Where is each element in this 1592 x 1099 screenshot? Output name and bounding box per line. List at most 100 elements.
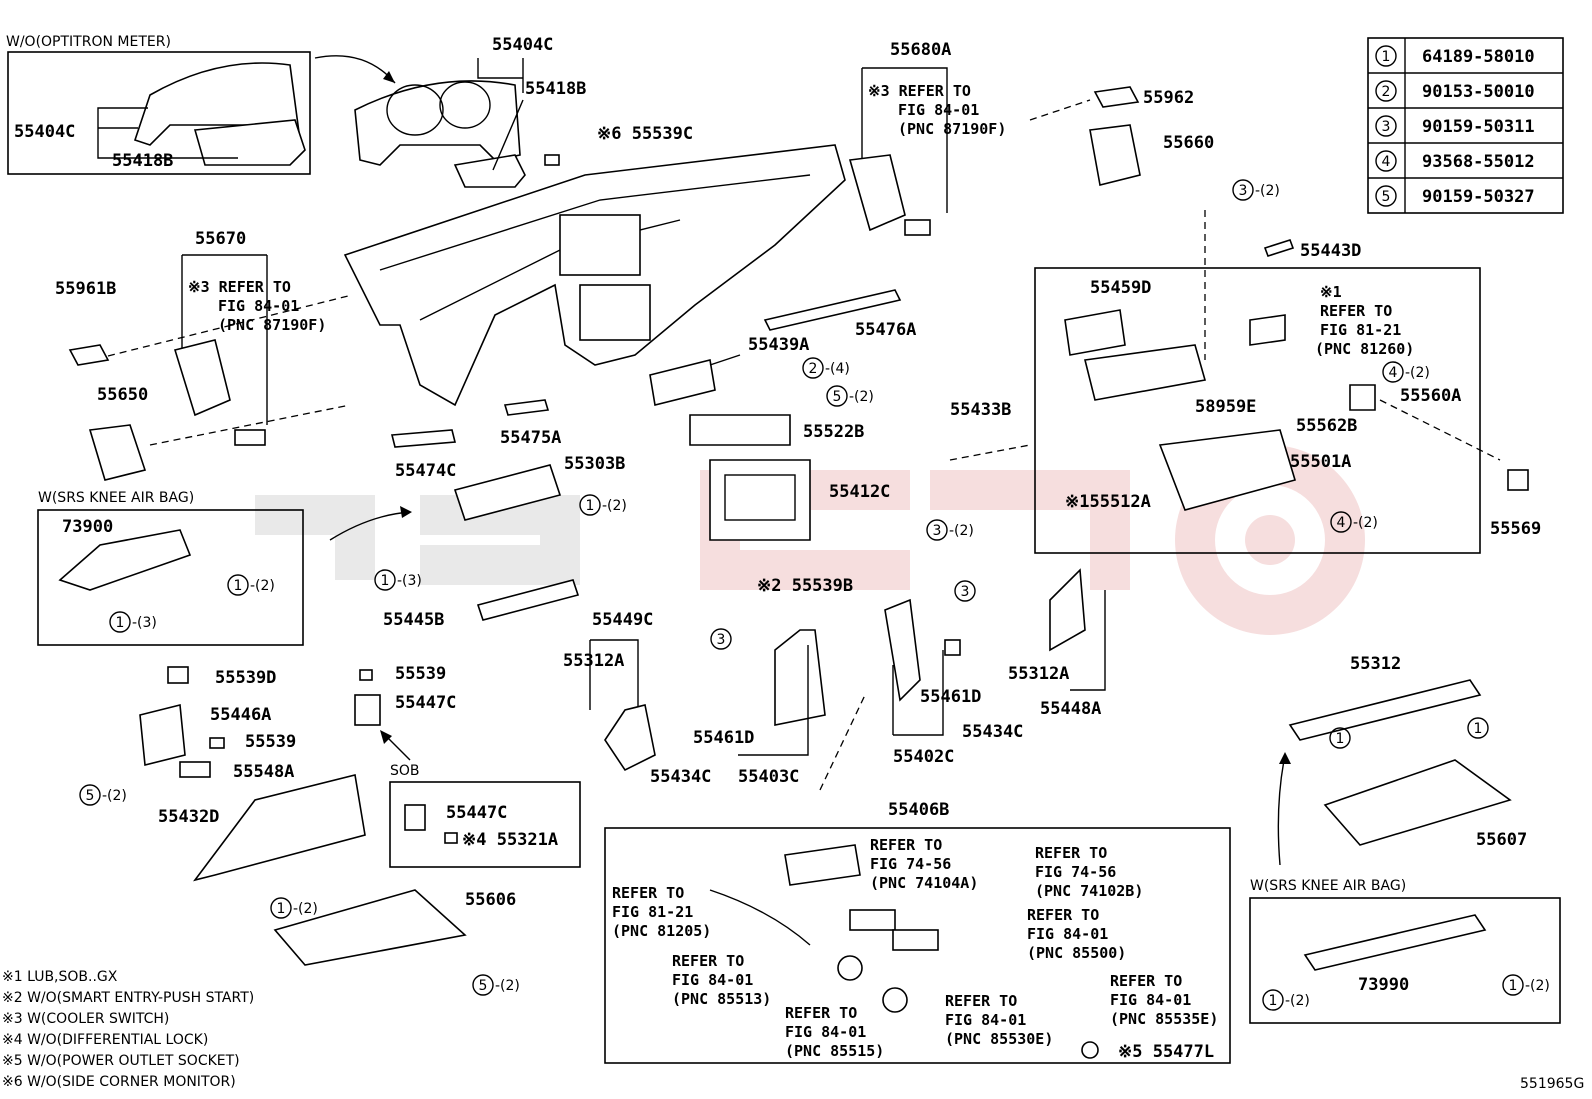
optitron-meter-box: W/O(OPTITRON METER) 55404C 55418B: [6, 34, 311, 175]
note-1: ※1 LUB,SOB..GX: [2, 969, 118, 985]
parts-table-row: 5 90159-50327: [1375, 185, 1535, 207]
label-55447C-b: 55447C: [446, 803, 507, 823]
note-3: ※3 W(COOLER SWITCH): [2, 1011, 169, 1027]
label-55569: 55569: [1490, 519, 1541, 539]
ref-85500: REFER TO FIG 84-01 (PNC 85500): [1027, 906, 1126, 962]
label-55448A: 55448A: [1040, 699, 1101, 719]
label-55512A: ※155512A: [1065, 492, 1151, 512]
55476A-shape: [763, 289, 902, 331]
svg-text:(PNC 87190F): (PNC 87190F): [218, 316, 326, 334]
svg-text:FIG 84-01: FIG 84-01: [1110, 991, 1191, 1009]
svg-text:(PNC 74104A): (PNC 74104A): [870, 874, 978, 892]
parts-table-row: 4 93568-55012: [1375, 150, 1535, 172]
label-55418B: 55418B: [525, 79, 586, 99]
ref-85515: REFER TO FIG 84-01 (PNC 85515): [785, 1004, 884, 1060]
55303B-shape: [453, 464, 562, 521]
svg-text:-(3): -(3): [132, 615, 157, 631]
meter-trim-shape: [453, 154, 526, 188]
ref-87190F-left: ※3 REFER TO FIG 84-01 (PNC 87190F): [188, 278, 326, 334]
55312-shape: [1288, 679, 1482, 741]
label-55404C: 55404C: [492, 35, 553, 55]
svg-text:-(3): -(3): [397, 573, 422, 589]
svg-text:REFER TO: REFER TO: [672, 952, 744, 970]
label-73900: 73900: [62, 517, 113, 537]
label-55476A: 55476A: [855, 320, 916, 340]
label-55539-b: 55539: [245, 732, 296, 752]
svg-text:1: 1: [234, 578, 243, 594]
svg-text:4: 4: [1389, 365, 1398, 381]
glovebox-body-shape: [1084, 344, 1207, 401]
svg-text:1: 1: [277, 901, 286, 917]
label-55650: 55650: [97, 385, 148, 405]
label-55522B: 55522B: [803, 422, 864, 442]
label-55418B-box: 55418B: [112, 151, 173, 171]
label-55404C-box: 55404C: [14, 122, 75, 142]
svg-text:FIG 84-01: FIG 84-01: [785, 1023, 866, 1041]
ref-85530E: REFER TO FIG 84-01 (PNC 85530E): [945, 992, 1053, 1048]
svg-text:-(4): -(4): [825, 361, 850, 377]
diagram-id: 551965G: [1520, 1076, 1584, 1092]
knee-airbag-box-right: W(SRS KNEE AIR BAG) 73990 1 -(2) 1 -(2): [1249, 878, 1561, 1024]
svg-text:※1: ※1: [1320, 283, 1342, 301]
svg-text:(PNC 74102B): (PNC 74102B): [1035, 882, 1143, 900]
knee-airbag-box-left: W(SRS KNEE AIR BAG) 73900 1 -(2) 1 -(3): [37, 490, 304, 646]
label-55443D: 55443D: [1300, 241, 1361, 261]
svg-text:(PNC 87190F): (PNC 87190F): [898, 120, 1006, 138]
svg-text:-(2): -(2): [1405, 365, 1430, 381]
label-58959E: 58959E: [1195, 397, 1256, 417]
label-55560A: 55560A: [1400, 386, 1461, 406]
label-55439A: 55439A: [748, 335, 809, 355]
55522B-shape: [689, 414, 791, 446]
label-55461D-right: 55461D: [920, 687, 981, 707]
svg-text:FIG 84-01: FIG 84-01: [672, 971, 753, 989]
ref-85535E: REFER TO FIG 84-01 (PNC 85535E): [1110, 972, 1218, 1028]
row-part: 93568-55012: [1422, 152, 1535, 172]
svg-text:-(2): -(2): [102, 788, 127, 804]
label-55562B: 55562B: [1296, 416, 1357, 436]
label-55539B: ※2 55539B: [757, 576, 853, 596]
55448A-shape: [1049, 568, 1086, 652]
label-55403C: 55403C: [738, 767, 799, 787]
meter-panel-shape: [193, 119, 306, 166]
note-6: ※6 W/O(SIDE CORNER MONITOR): [2, 1074, 236, 1090]
55402C-shape: [884, 598, 921, 702]
arrow-optitron: [314, 55, 396, 84]
55607-shape: [1323, 759, 1512, 846]
row-num: 4: [1382, 154, 1391, 170]
svg-text:3: 3: [961, 584, 970, 600]
svg-text:FIG 84-01: FIG 84-01: [945, 1011, 1026, 1029]
label-73990: 73990: [1358, 975, 1409, 995]
label-55501A: 55501A: [1290, 452, 1351, 472]
svg-text:3: 3: [933, 523, 942, 539]
svg-text:※3 REFER TO: ※3 REFER TO: [188, 278, 291, 296]
svg-text:※3 REFER TO: ※3 REFER TO: [868, 82, 971, 100]
svg-text:(PNC 85535E): (PNC 85535E): [1110, 1010, 1218, 1028]
row-part: 90159-50327: [1422, 187, 1535, 207]
svg-text:(PNC 81205): (PNC 81205): [612, 922, 711, 940]
ref-74104A: REFER TO FIG 74-56 (PNC 74104A): [870, 836, 978, 892]
label-55406B: 55406B: [888, 800, 949, 820]
55403C-shape: [774, 629, 826, 726]
svg-text:1: 1: [1509, 978, 1518, 994]
label-55660: 55660: [1163, 133, 1214, 153]
label-55445B: 55445B: [383, 610, 444, 630]
optitron-box-title: W/O(OPTITRON METER): [6, 34, 171, 50]
svg-text:-(2): -(2): [293, 901, 318, 917]
row-num: 1: [1382, 49, 1391, 65]
label-55961B: 55961B: [55, 279, 116, 299]
svg-text:REFER TO: REFER TO: [1110, 972, 1182, 990]
label-55606: 55606: [465, 890, 516, 910]
label-55312: 55312: [1350, 654, 1401, 674]
svg-text:5: 5: [833, 389, 842, 405]
55650-shape: [88, 424, 147, 481]
vent-shape: [848, 154, 906, 232]
label-55446A: 55446A: [210, 705, 271, 725]
row-part: 90159-50311: [1422, 117, 1535, 137]
svg-text:FIG 84-01: FIG 84-01: [898, 101, 979, 119]
label-55432D: 55432D: [158, 807, 219, 827]
row-num: 3: [1382, 119, 1391, 135]
svg-text:(PNC 85513): (PNC 85513): [672, 990, 771, 1008]
73900-shape: [58, 529, 192, 591]
row-num: 5: [1382, 189, 1391, 205]
note-2: ※2 W/O(SMART ENTRY-PUSH START): [2, 990, 254, 1006]
